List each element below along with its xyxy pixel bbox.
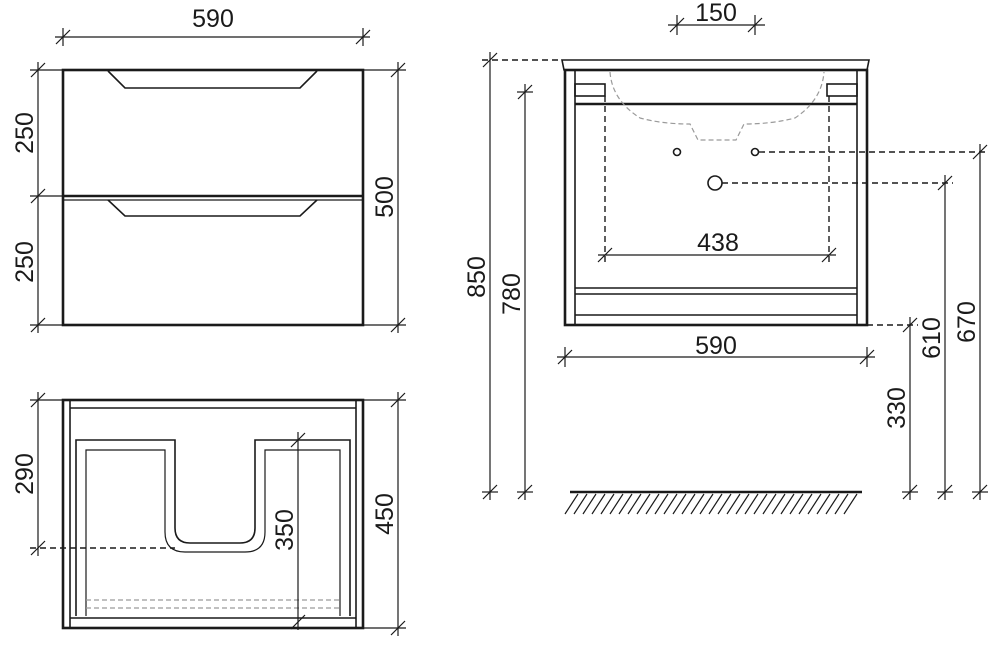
back-width-label: 590: [695, 332, 737, 360]
supply-hole-left: [672, 147, 682, 157]
hatch-line: [573, 493, 588, 515]
dimension-hole-spacing: 438: [597, 229, 837, 263]
hatch-line: [654, 493, 669, 515]
dimension-drain-height: 610: [722, 175, 953, 500]
dimension-front-drawers: 250 250: [11, 62, 63, 333]
total-height-label: 850: [463, 256, 491, 298]
front-view: 590 250 250 500: [11, 5, 406, 333]
floor-hatch: [564, 490, 862, 515]
dimension-side-cutout: 350: [271, 432, 306, 630]
dimension-front-height: 500: [363, 62, 406, 333]
dimension-body-height: 780: [498, 84, 533, 500]
hatch-line: [735, 493, 750, 515]
hatch-line: [834, 493, 849, 515]
dimension-front-width: 590: [55, 5, 371, 46]
hatch-line: [582, 493, 597, 515]
hatch-line: [627, 493, 642, 515]
drain-height-label: 610: [918, 317, 946, 359]
hatch-line: [645, 493, 660, 515]
drawer-bottom-height-label: 250: [11, 241, 39, 283]
hatch-line: [609, 493, 624, 515]
basin-silhouette: [609, 71, 825, 141]
hatch-line: [690, 493, 705, 515]
hatch-line: [780, 493, 795, 515]
dimension-side-depth: 450: [363, 392, 406, 636]
side-depth-label: 450: [371, 493, 399, 535]
dimension-side-top-offset: 290: [11, 392, 175, 556]
dimension-floor-gap: 330: [867, 317, 918, 500]
hatch-line: [825, 493, 840, 515]
side-top-offset-label: 290: [11, 453, 39, 495]
drawer-handle-bottom: [107, 199, 318, 217]
drain-hole: [707, 175, 723, 191]
side-cutout-label: 350: [271, 509, 299, 551]
dimension-supply-height: 670: [759, 144, 988, 500]
hatch-line: [699, 493, 714, 515]
hatch-line: [618, 493, 633, 515]
hatch-line: [744, 493, 759, 515]
hatch-line: [816, 493, 831, 515]
hatch-line: [600, 493, 615, 515]
basin-top: [561, 59, 870, 71]
cabinet-top-outline: [61, 398, 365, 630]
hatch-line: [717, 493, 732, 515]
hatch-line: [843, 493, 858, 515]
dimension-pipe-width: 150: [668, 0, 765, 35]
hatch-line: [663, 493, 678, 515]
back-view: 150 438 590 850: [463, 0, 988, 515]
drawer-handle-top: [107, 70, 318, 89]
pipe-width-label: 150: [695, 0, 737, 27]
hatch-line: [708, 493, 723, 515]
hatch-line: [753, 493, 768, 515]
supply-hole-right: [750, 147, 760, 157]
hole-spacing-label: 438: [697, 229, 739, 257]
hatch-line: [798, 493, 813, 515]
drawer-top-height-label: 250: [11, 112, 39, 154]
floor-gap-label: 330: [883, 387, 911, 429]
hatch-line: [681, 493, 696, 515]
hatch-line: [762, 493, 777, 515]
front-width-label: 590: [192, 5, 234, 33]
hatch-line: [789, 493, 804, 515]
dimension-back-width: 590: [557, 332, 875, 367]
hatch-line: [672, 493, 687, 515]
cabinet-back-outline: [563, 68, 869, 327]
side-view: 290 350 450: [11, 392, 406, 636]
body-height-label: 780: [498, 273, 526, 315]
hatch-line: [591, 493, 606, 515]
cabinet-front-outline: [61, 68, 365, 327]
hatch-line: [726, 493, 741, 515]
front-height-label: 500: [371, 176, 399, 218]
drawer-cutout-outer: [75, 439, 351, 616]
hatch-line: [564, 493, 579, 515]
supply-height-label: 670: [953, 301, 981, 343]
dimension-total-height: 850: [463, 52, 562, 500]
hatch-line: [807, 493, 822, 515]
hatch-line: [771, 493, 786, 515]
hatch-line: [636, 493, 651, 515]
drawer-cutout-inner: [85, 449, 341, 616]
